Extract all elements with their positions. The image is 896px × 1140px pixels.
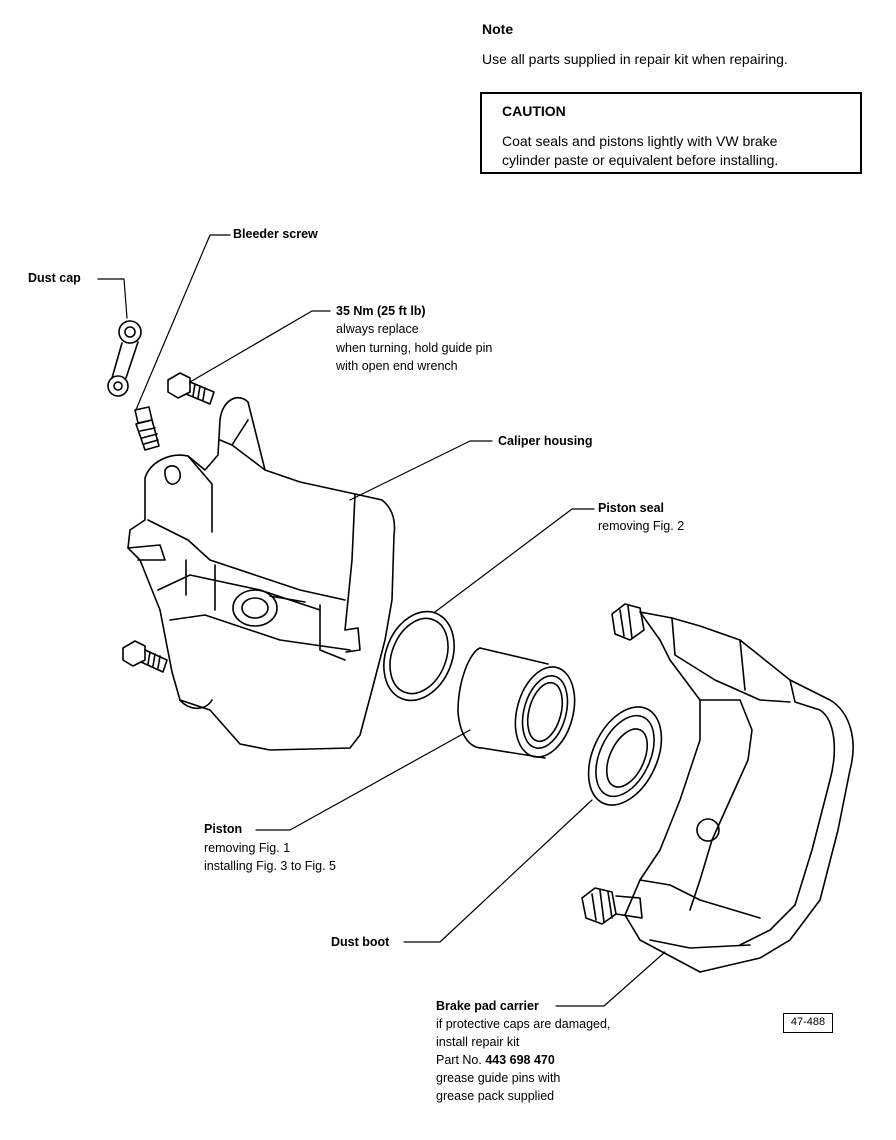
note-title: Note (482, 21, 514, 37)
leader-caliper-housing (349, 440, 493, 501)
label-dust-cap: Dust cap (28, 271, 81, 285)
upper-guide-bolt (167, 372, 215, 405)
leader-piston-seal (434, 508, 595, 613)
label-caliper-housing: Caliper housing (498, 434, 593, 448)
lower-guide-bolt (122, 640, 168, 673)
label-piston-seal-title: Piston seal (598, 501, 664, 515)
label-torque-title: 35 Nm (25 ft lb) (336, 304, 426, 318)
label-piston-line-2: installing Fig. 3 to Fig. 5 (204, 859, 337, 873)
caution-line-1: Coat seals and pistons lightly with VW b… (502, 133, 778, 149)
piston-seal (383, 610, 455, 702)
label-piston-line-1: removing Fig. 1 (204, 841, 291, 855)
label-brake-pad-carrier-title: Brake pad carrier (436, 999, 539, 1013)
label-piston-seal-line-1: removing Fig. 2 (598, 519, 685, 533)
label-bleeder-screw: Bleeder screw (233, 227, 318, 241)
label-brake-pad-carrier-line-5: grease pack supplied (436, 1089, 555, 1103)
label-torque-line-1: always replace (336, 322, 419, 336)
leader-dust-cap (97, 278, 128, 319)
leader-brake-pad-carrier (555, 951, 666, 1007)
part-number: 443 698 470 (485, 1053, 555, 1067)
figure-number: 47-488 (783, 1013, 833, 1033)
label-piston-title: Piston (204, 822, 243, 836)
leader-dust-boot (403, 799, 593, 943)
note-text: Use all parts supplied in repair kit whe… (482, 51, 788, 67)
dust-boot (587, 706, 663, 806)
label-brake-pad-carrier-line-2: install repair kit (436, 1035, 520, 1049)
leader-piston (255, 729, 471, 831)
leader-torque-bolt (189, 310, 331, 383)
label-dust-boot: Dust boot (331, 935, 390, 949)
bleeder-screw (134, 406, 160, 451)
brake-pad-carrier (581, 603, 854, 973)
part-number-prefix: Part No. (436, 1053, 486, 1067)
label-torque-line-3: with open end wrench (336, 359, 458, 373)
caution-box: CAUTION Coat seals and pistons lightly w… (480, 92, 862, 174)
caliper-housing (127, 396, 396, 751)
leader-lines (97, 234, 666, 1007)
label-brake-pad-carrier-line-1: if protective caps are damaged, (436, 1017, 611, 1031)
caution-title: CAUTION (502, 103, 566, 119)
leader-bleeder-screw (134, 234, 231, 413)
caution-line-2: cylinder paste or equivalent before inst… (502, 152, 779, 168)
dust-cap (107, 320, 142, 397)
label-brake-pad-carrier-part: Part No. 443 698 470 (436, 1052, 555, 1069)
piston (457, 647, 576, 759)
label-torque-line-2: when turning, hold guide pin (336, 341, 493, 355)
label-brake-pad-carrier-line-4: grease guide pins with (436, 1071, 561, 1085)
